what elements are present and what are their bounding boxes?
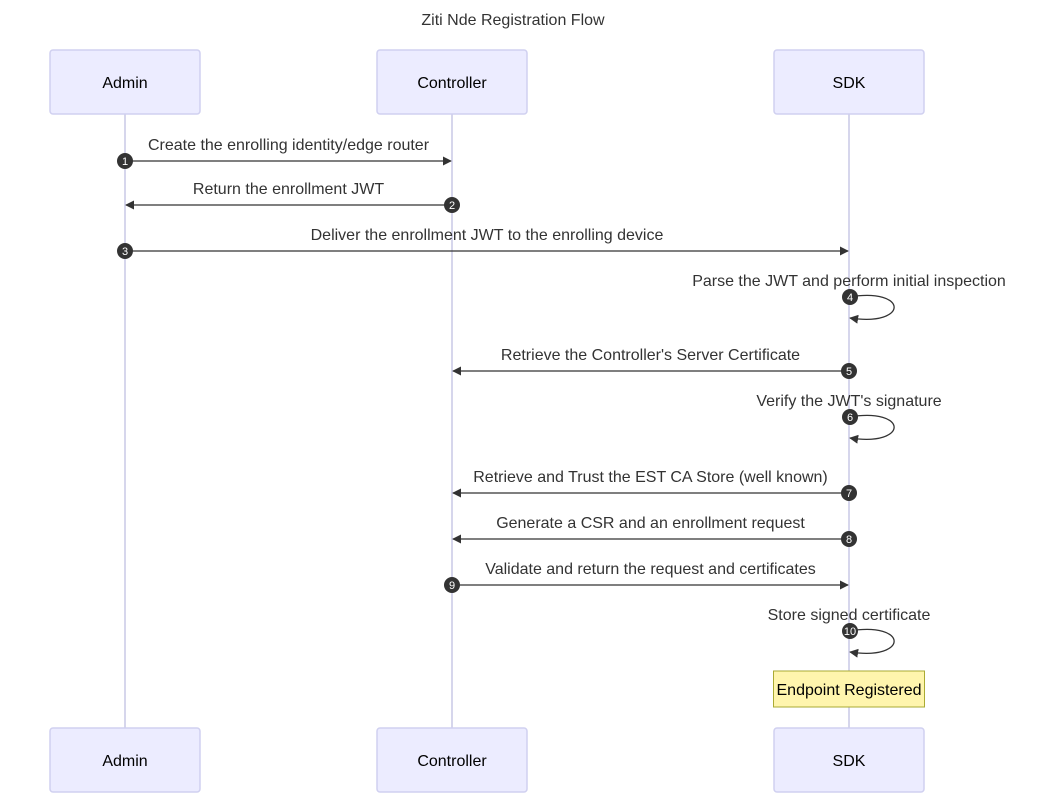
note-box — [773, 670, 925, 708]
message-label: Validate and return the request and cert… — [485, 561, 816, 578]
badge-circle — [117, 243, 133, 259]
participant-controller-bottom: Controller — [376, 727, 528, 793]
message-label: Generate a CSR and an enrollment request — [496, 515, 805, 532]
participant-box — [376, 727, 528, 793]
message-3: Deliver the enrollment JWT to the enroll… — [117, 227, 849, 259]
participant-controller-top: Controller — [376, 49, 528, 115]
badge-number: 10 — [844, 626, 856, 638]
badge-number: 2 — [449, 200, 455, 212]
message-label: Store signed certificate — [768, 607, 931, 624]
badge-number: 6 — [847, 412, 853, 424]
sequence-number-badge: 7 — [841, 485, 857, 501]
badge-circle — [444, 197, 460, 213]
message-label: Retrieve the Controller's Server Certifi… — [501, 347, 800, 364]
badge-circle — [842, 623, 858, 639]
participant-box — [49, 49, 201, 115]
message-label: Return the enrollment JWT — [193, 181, 384, 198]
sequence-number-badge: 6 — [842, 409, 858, 425]
sequence-number-badge: 1 — [117, 153, 133, 169]
message-5: Retrieve the Controller's Server Certifi… — [452, 347, 857, 379]
message-label: Retrieve and Trust the EST CA Store (wel… — [473, 469, 828, 486]
message-label: Deliver the enrollment JWT to the enroll… — [311, 227, 664, 244]
participant-sdk-top: SDK — [773, 49, 925, 115]
badge-number: 5 — [846, 366, 852, 378]
badge-circle — [842, 409, 858, 425]
message-arrow — [848, 414, 895, 444]
participant-admin-bottom: Admin — [49, 727, 201, 793]
participant-box — [773, 49, 925, 115]
sequence-number-badge: 9 — [444, 577, 460, 593]
participant-label: Controller — [417, 75, 487, 92]
note-endpoint-registered: Endpoint Registered — [773, 670, 925, 708]
badge-number: 4 — [847, 292, 853, 304]
message-7: Retrieve and Trust the EST CA Store (wel… — [452, 469, 857, 501]
diagram-title: Ziti Nde Registration Flow — [421, 12, 605, 29]
notes: Endpoint Registered — [773, 670, 925, 708]
messages: Create the enrolling identity/edge route… — [117, 137, 1006, 658]
sequence-number-badge: 10 — [842, 623, 858, 639]
participant-box — [49, 727, 201, 793]
message-4: Parse the JWT and perform initial inspec… — [692, 273, 1006, 324]
message-arrow — [848, 294, 895, 324]
badge-circle — [842, 289, 858, 305]
badge-circle — [117, 153, 133, 169]
message-label: Create the enrolling identity/edge route… — [148, 137, 430, 154]
message-10: Store signed certificate 10 — [768, 607, 931, 658]
message-6: Verify the JWT's signature 6 — [756, 393, 942, 444]
participant-label: Admin — [102, 753, 147, 770]
participant-label: SDK — [833, 75, 866, 92]
message-2: Return the enrollment JWT 2 — [125, 181, 460, 213]
badge-number: 1 — [122, 156, 128, 168]
message-1: Create the enrolling identity/edge route… — [117, 137, 452, 169]
sequence-number-badge: 8 — [841, 531, 857, 547]
sequence-number-badge: 5 — [841, 363, 857, 379]
note-text: Endpoint Registered — [777, 682, 922, 699]
badge-circle — [841, 363, 857, 379]
participant-label: SDK — [833, 753, 866, 770]
message-label: Parse the JWT and perform initial inspec… — [692, 273, 1006, 290]
participant-admin-top: Admin — [49, 49, 201, 115]
badge-number: 8 — [846, 534, 852, 546]
participant-sdk-bottom: SDK — [773, 727, 925, 793]
participant-label: Admin — [102, 75, 147, 92]
message-9: Validate and return the request and cert… — [444, 561, 849, 593]
message-label: Verify the JWT's signature — [756, 393, 941, 410]
sequence-number-badge: 2 — [444, 197, 460, 213]
badge-circle — [841, 485, 857, 501]
sequence-number-badge: 4 — [842, 289, 858, 305]
lifelines — [124, 114, 850, 728]
participant-label: Controller — [417, 753, 487, 770]
badge-circle — [444, 577, 460, 593]
badge-number: 7 — [846, 488, 852, 500]
badge-number: 3 — [122, 246, 128, 258]
message-arrow — [848, 628, 895, 658]
badge-circle — [841, 531, 857, 547]
sequence-number-badge: 3 — [117, 243, 133, 259]
participant-box — [773, 727, 925, 793]
message-8: Generate a CSR and an enrollment request… — [452, 515, 857, 547]
participant-box — [376, 49, 528, 115]
badge-number: 9 — [449, 580, 455, 592]
